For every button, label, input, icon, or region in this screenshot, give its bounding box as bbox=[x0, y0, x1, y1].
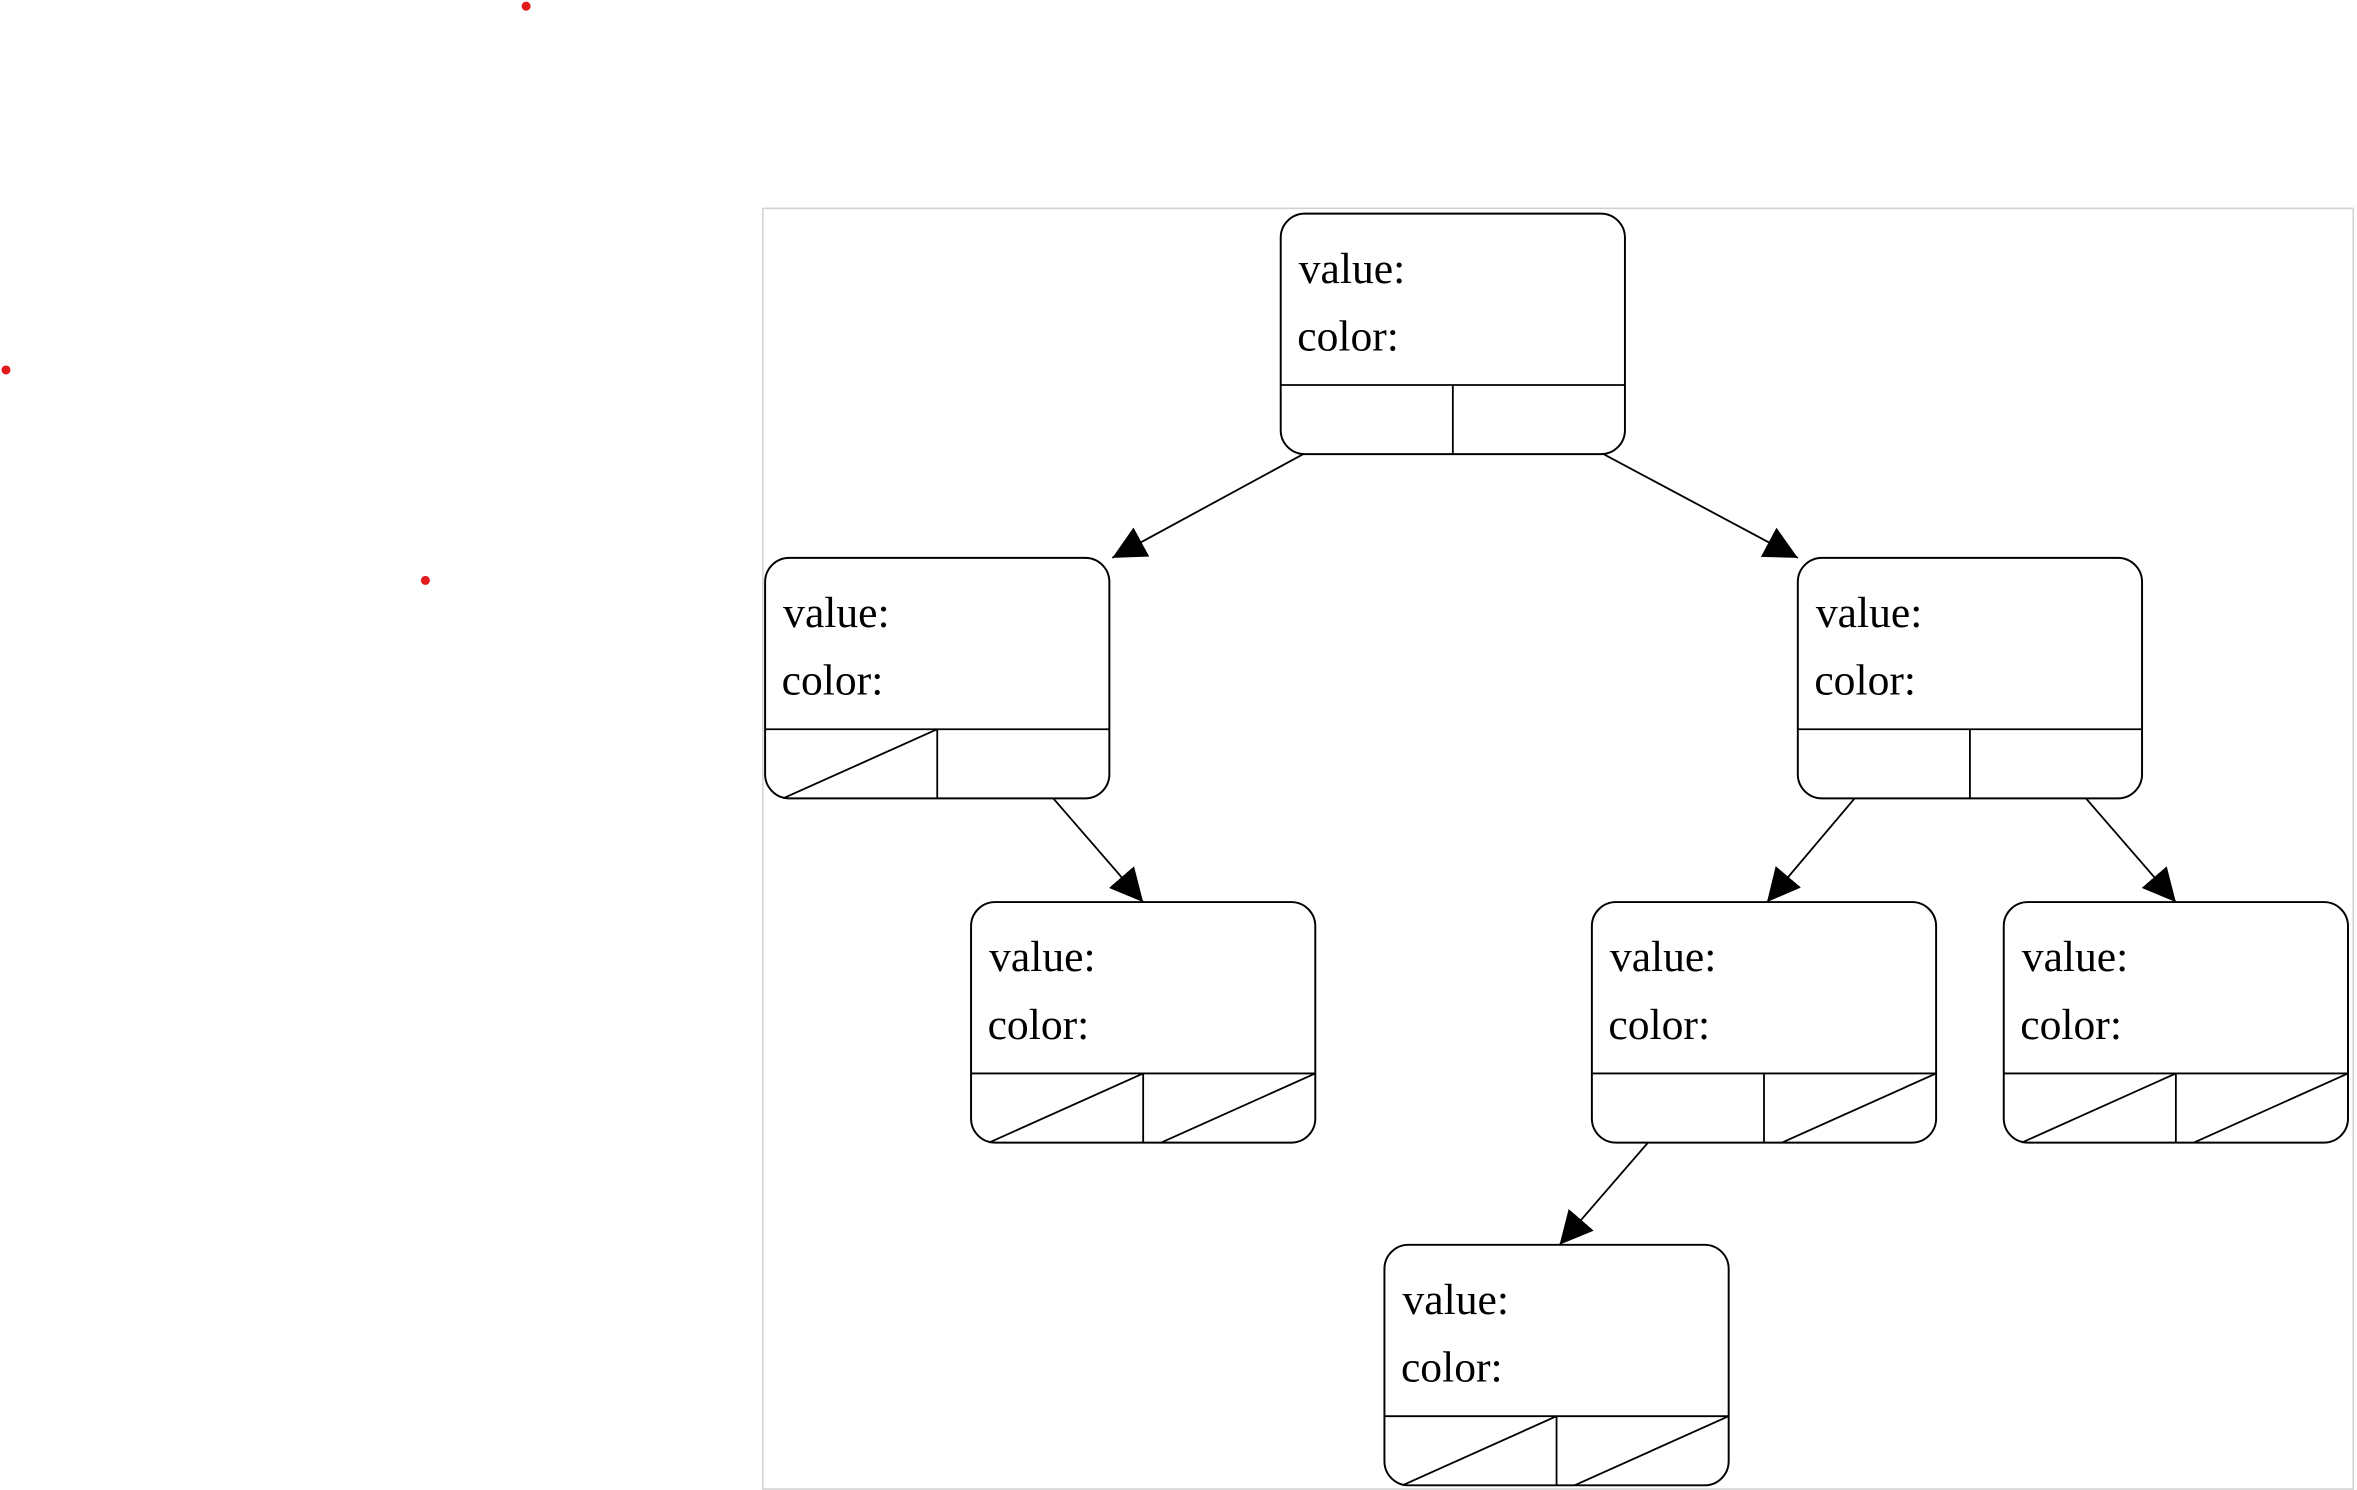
right-null-slash bbox=[1160, 1072, 1316, 1144]
tree-node-rr: value: color: bbox=[2002, 901, 2349, 1144]
value-label: value: bbox=[1610, 933, 1716, 981]
left-null-slash bbox=[1402, 1415, 1557, 1487]
value-label: value: bbox=[1402, 1276, 1508, 1324]
value-label: value: bbox=[989, 933, 1095, 981]
tree-node-rll: value: color: bbox=[1383, 1243, 1730, 1487]
tree-node-l: value: color: bbox=[764, 556, 1111, 800]
tree-node-lr: value: color: bbox=[970, 901, 1317, 1144]
red-marker-dot bbox=[420, 575, 430, 585]
value-label: value: bbox=[783, 589, 889, 637]
color-label: color: bbox=[2020, 1001, 2122, 1049]
left-null-slash bbox=[2021, 1072, 2177, 1144]
right-null-slash bbox=[1574, 1415, 1730, 1487]
color-label: color: bbox=[1297, 312, 1399, 360]
tree-node-r: value: color: bbox=[1796, 556, 2144, 800]
left-null-slash bbox=[782, 728, 938, 800]
value-label: value: bbox=[1816, 589, 1922, 637]
red-marker-dot bbox=[521, 1, 531, 11]
color-label: color: bbox=[1401, 1344, 1503, 1392]
right-null-slash bbox=[1781, 1072, 1937, 1144]
color-label: color: bbox=[988, 1001, 1090, 1049]
red-marker-dot bbox=[1, 365, 11, 375]
color-label: color: bbox=[1608, 1001, 1710, 1049]
value-label: value: bbox=[1299, 245, 1405, 293]
value-label: value: bbox=[2022, 933, 2128, 981]
color-label: color: bbox=[1814, 657, 1916, 705]
right-null-slash bbox=[2193, 1072, 2349, 1144]
left-null-slash bbox=[988, 1072, 1144, 1144]
tree-node-root: value: color: bbox=[1279, 212, 1626, 456]
tree-node-rl: value: color: bbox=[1590, 901, 1938, 1144]
color-label: color: bbox=[782, 657, 884, 705]
